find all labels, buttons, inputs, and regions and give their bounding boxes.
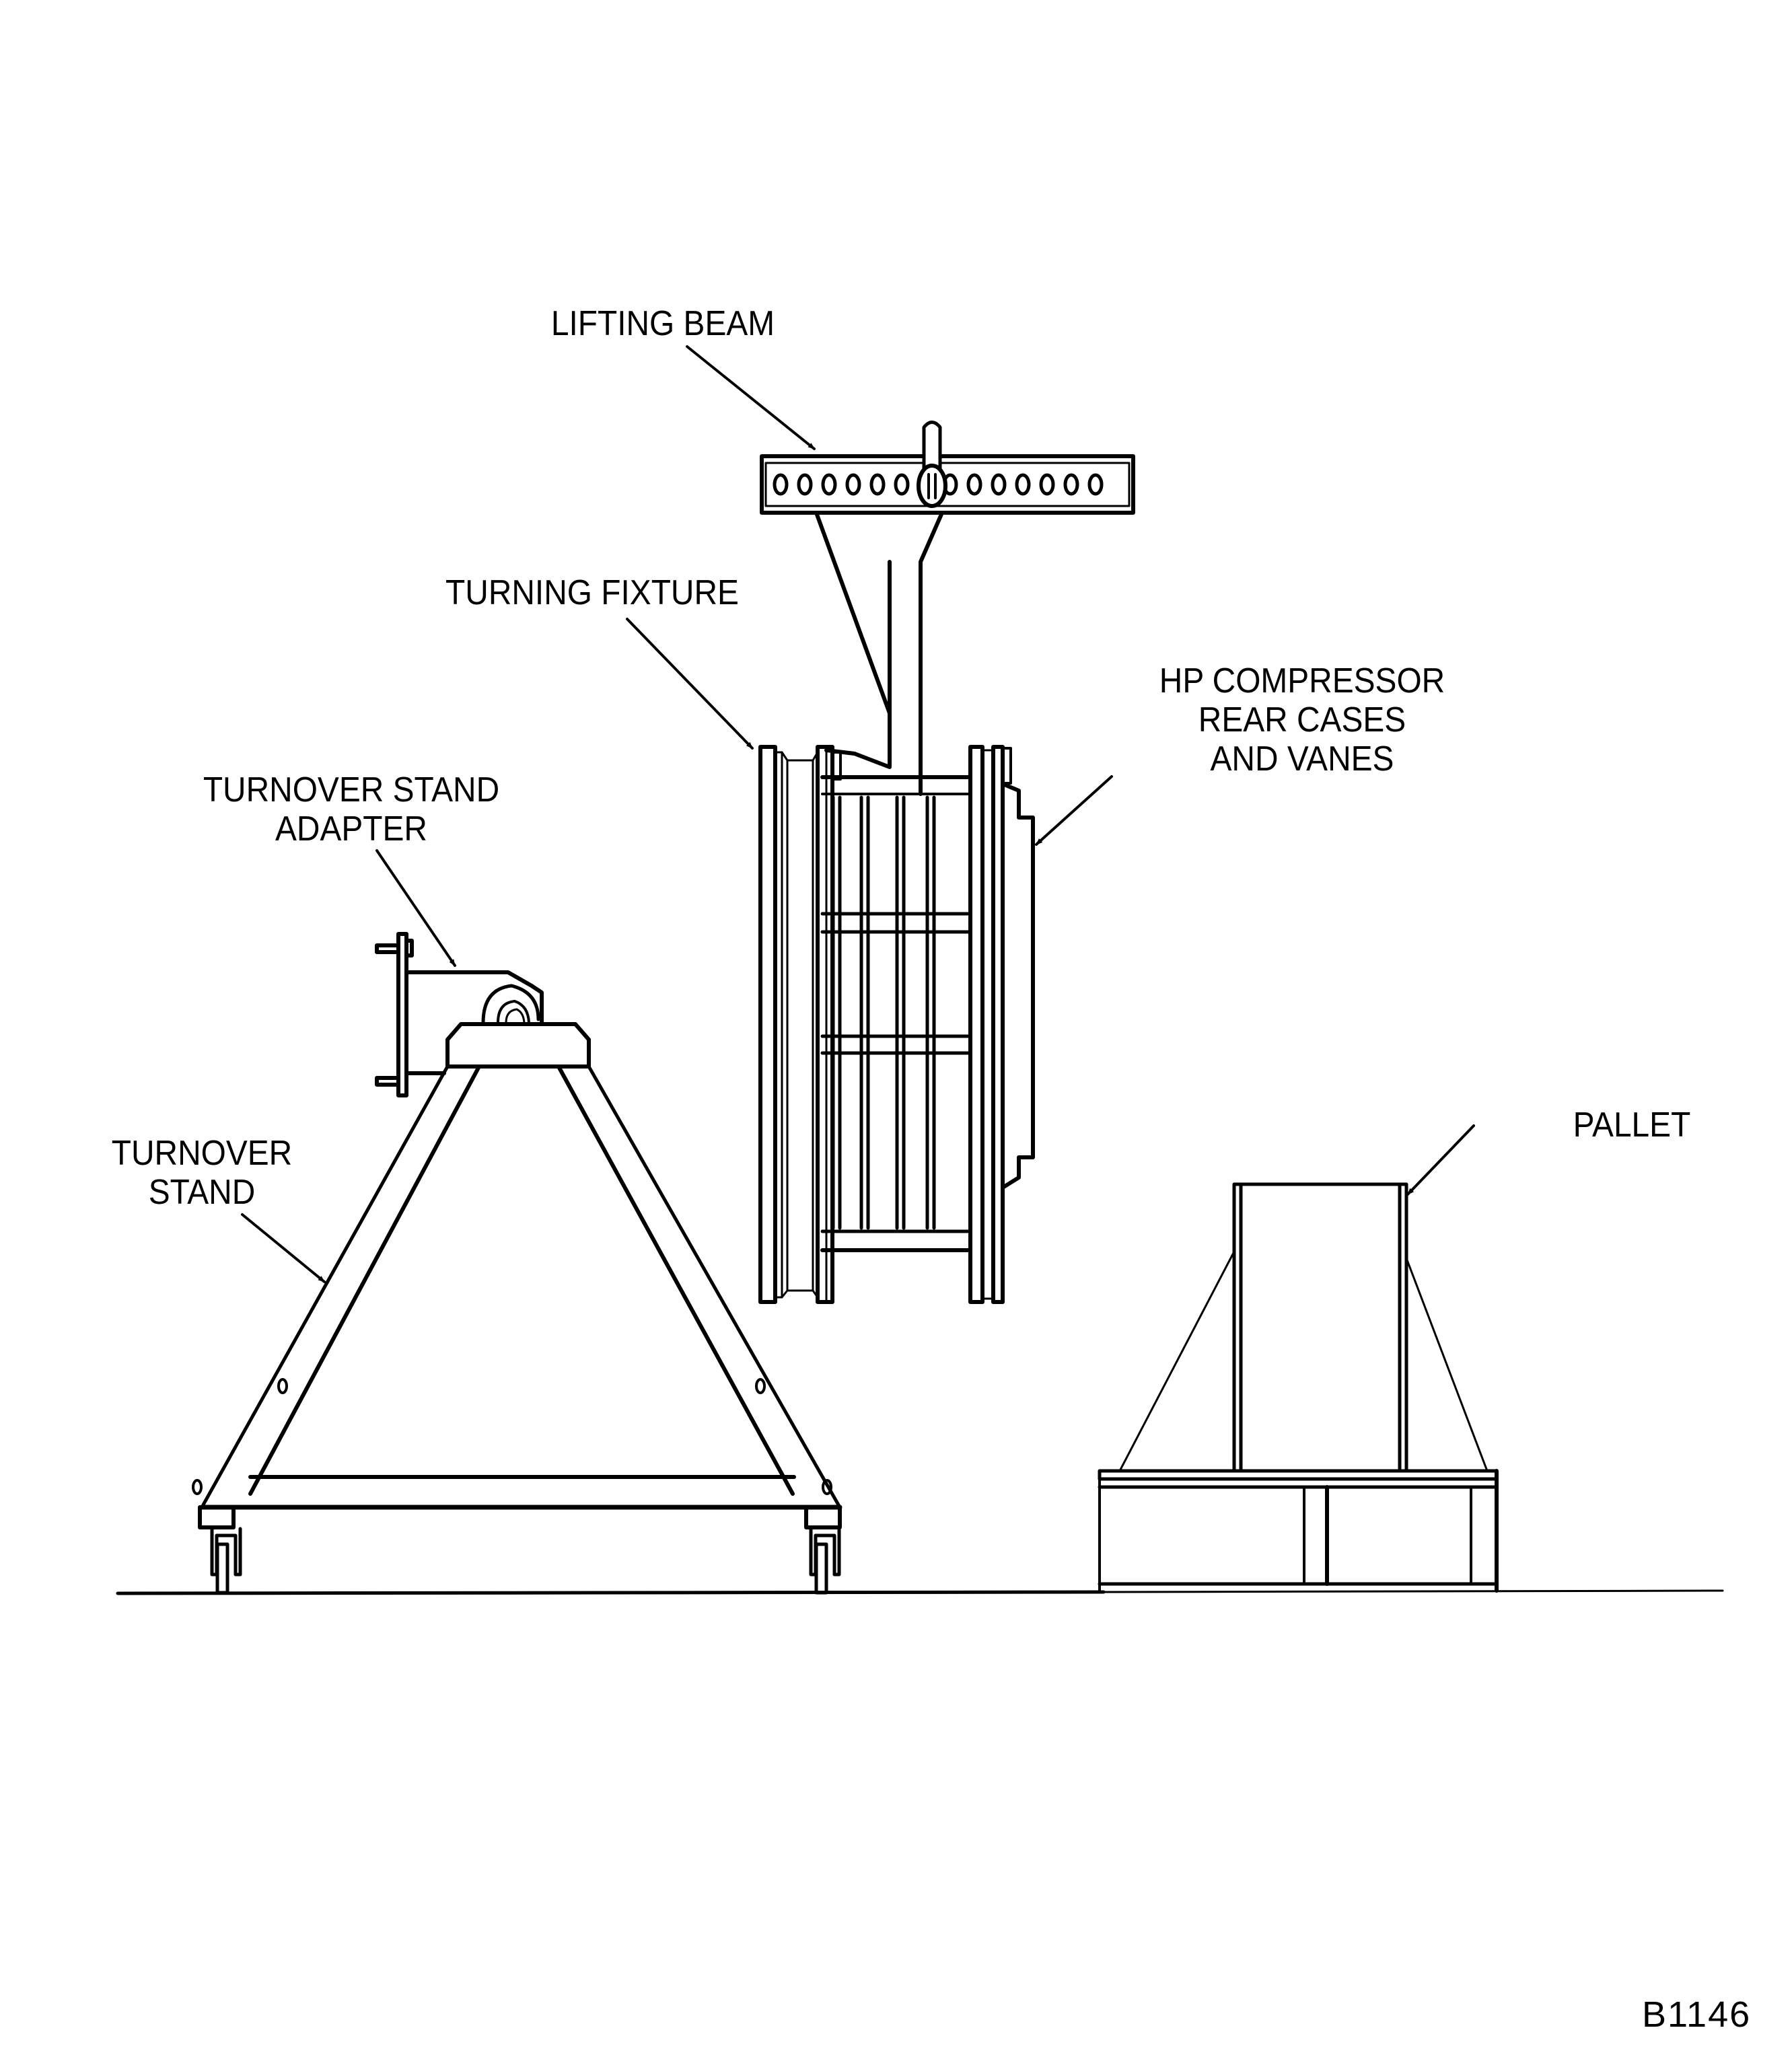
arrow-turnover-stand	[241, 1213, 326, 1283]
label-turning-fixture: TURNING FIXTURE	[445, 573, 739, 612]
label-turnover-stand-line2: STAND	[148, 1173, 256, 1212]
label-pallet: PALLET	[1573, 1106, 1691, 1145]
label-turnover-stand: TURNOVER STAND	[94, 1134, 310, 1212]
turnover-stand-adapter	[375, 932, 544, 1097]
arrow-turning-fixture	[626, 618, 754, 750]
floor-line	[116, 1589, 1724, 1595]
label-turnover-stand-adapter-line2: ADAPTER	[275, 809, 427, 848]
turning-fixture-hanger	[814, 511, 944, 796]
pallet	[1098, 1182, 1499, 1593]
label-turnover-stand-adapter: TURNOVER STAND ADAPTER	[176, 770, 526, 848]
label-hp-compressor-line1: HP COMPRESSOR	[1159, 661, 1445, 700]
label-hp-compressor: HP COMPRESSOR REAR CASES AND VANES	[1117, 661, 1487, 779]
lifting-beam	[760, 421, 1135, 515]
arrow-pallet	[1406, 1124, 1475, 1196]
leader-arrows	[241, 345, 1475, 1283]
turnover-stand	[192, 1022, 843, 1595]
turning-fixture	[758, 745, 1035, 1304]
figure-id: B1146	[1642, 1994, 1752, 2035]
label-lifting-beam: LIFTING BEAM	[550, 304, 775, 343]
label-turnover-stand-adapter-line1: TURNOVER STAND	[203, 770, 500, 809]
label-turnover-stand-line1: TURNOVER	[111, 1134, 293, 1173]
arrow-lifting-beam	[686, 345, 816, 450]
label-hp-compressor-line3: AND VANES	[1210, 739, 1394, 779]
arrow-turnover-stand-adapter	[375, 849, 456, 967]
label-hp-compressor-line2: REAR CASES	[1198, 700, 1406, 739]
arrow-hp-compressor	[1035, 775, 1113, 846]
